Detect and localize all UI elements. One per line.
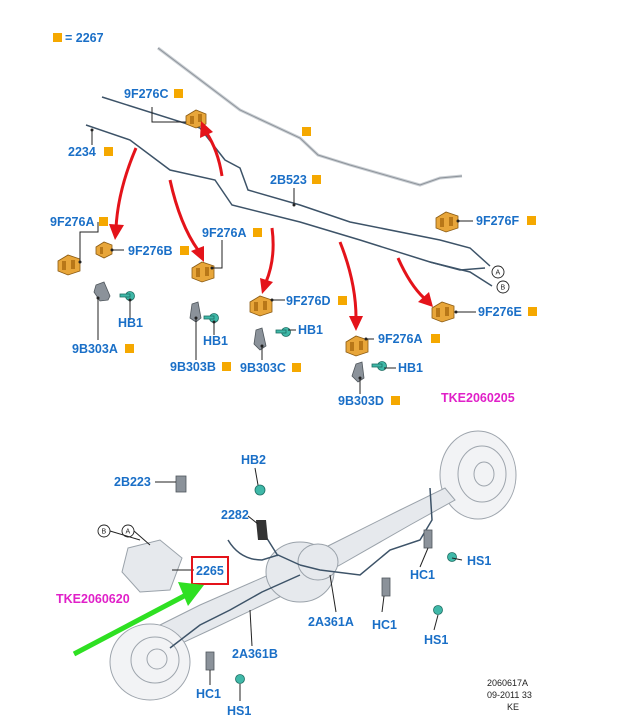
connector-b-bottom-label: B — [102, 529, 107, 536]
bolt-hb1-3-icon — [275, 327, 291, 337]
marker-2234-icon — [104, 147, 113, 156]
clip-9F276A-2-icon — [191, 261, 215, 283]
callout-tke-1: TKE2060205 — [441, 391, 515, 405]
connector-b-top-label: B — [501, 285, 506, 292]
clip-9F276E-icon — [431, 301, 455, 323]
marker-9F276A-2-icon — [253, 228, 262, 237]
label-2265: 2265 — [196, 564, 224, 578]
marker-9B303A-icon — [125, 344, 134, 353]
label-9F276C: 9F276C — [124, 87, 168, 101]
leader-lines-top — [78, 107, 476, 394]
callout-tke-2: TKE2060620 — [56, 592, 130, 606]
label-9F276A-1: 9F276A — [50, 215, 94, 229]
clip-9F276A-3-icon — [345, 335, 369, 357]
label-hb1-4: HB1 — [398, 361, 423, 375]
marker-secondary-tube-icon — [302, 127, 311, 136]
marker-9F276E-icon — [528, 307, 537, 316]
label-2A361A: 2A361A — [308, 615, 354, 629]
marker-2B523-icon — [312, 175, 321, 184]
label-9F276A-3: 9F276A — [378, 332, 422, 346]
label-hs1-1: HS1 — [467, 554, 491, 568]
footer-line-2: 09-2011 33 — [487, 690, 532, 700]
secondary-tube — [157, 46, 463, 187]
label-hb1-2: HB1 — [203, 334, 228, 348]
bracket-9B303B-icon — [189, 301, 202, 323]
label-hc1-1: HC1 — [410, 568, 435, 582]
rear-axle-illustration — [109, 430, 517, 701]
connector-b-top-icon — [496, 280, 510, 294]
label-9F276F: 9F276F — [476, 214, 519, 228]
marker-9F276A-3-icon — [431, 334, 440, 343]
label-hb1-3: HB1 — [298, 323, 323, 337]
footer-line-3: KE — [507, 702, 519, 712]
clip-9F276D-icon — [249, 295, 273, 317]
marker-9F276A-1-icon — [99, 217, 108, 226]
label-9B303B: 9B303B — [170, 360, 216, 374]
legend-marker-icon — [53, 33, 62, 42]
clip-9F276A-1-icon — [57, 254, 81, 276]
label-9F276A-2: 9F276A — [202, 226, 246, 240]
bolt-hb1-1-icon — [119, 291, 135, 301]
footer-line-1: 2060617A — [487, 678, 528, 688]
label-2B523: 2B523 — [270, 173, 307, 187]
red-arrows — [109, 121, 433, 331]
label-hs1-2: HS1 — [424, 633, 448, 647]
label-hc1-3: HC1 — [196, 687, 221, 701]
clip-9F276B-icon — [95, 241, 113, 259]
connector-a-top-label: A — [496, 270, 501, 277]
marker-9F276D-icon — [338, 296, 347, 305]
legend-equals-label: = 2267 — [65, 31, 104, 45]
marker-9B303D-icon — [391, 396, 400, 405]
marker-9F276B-icon — [180, 246, 189, 255]
label-hc1-2: HC1 — [372, 618, 397, 632]
label-9F276B: 9F276B — [128, 244, 172, 258]
label-2234: 2234 — [68, 145, 96, 159]
highlight-box-2265 — [191, 556, 229, 585]
bracket-9B303D-icon — [351, 361, 365, 383]
marker-9B303C-icon — [292, 363, 301, 372]
green-arrow-icon — [72, 582, 204, 657]
connector-a-top-icon — [491, 265, 505, 279]
bracket-9B303C-icon — [253, 327, 267, 351]
label-9B303C: 9B303C — [240, 361, 286, 375]
label-2A361B: 2A361B — [232, 647, 278, 661]
label-9B303A: 9B303A — [72, 342, 118, 356]
bolt-hb1-2-icon — [203, 313, 219, 323]
label-hs1-3: HS1 — [227, 704, 251, 718]
label-9F276E: 9F276E — [478, 305, 522, 319]
bracket-9B303A-icon — [93, 281, 111, 302]
marker-9B303B-icon — [222, 362, 231, 371]
clip-9F276F-icon — [435, 211, 459, 233]
bolt-hb1-4-icon — [371, 361, 387, 371]
marker-9F276C-icon — [174, 89, 183, 98]
connector-a-bottom-label: A — [126, 529, 131, 536]
label-9B303D: 9B303D — [338, 394, 384, 408]
label-hb1-1: HB1 — [118, 316, 143, 330]
label-2B223: 2B223 — [114, 475, 151, 489]
label-2282: 2282 — [221, 508, 249, 522]
leader-lines-bottom — [109, 467, 463, 701]
marker-9F276F-icon — [527, 216, 536, 225]
label-hb2: HB2 — [241, 453, 266, 467]
label-9F276D: 9F276D — [286, 294, 330, 308]
